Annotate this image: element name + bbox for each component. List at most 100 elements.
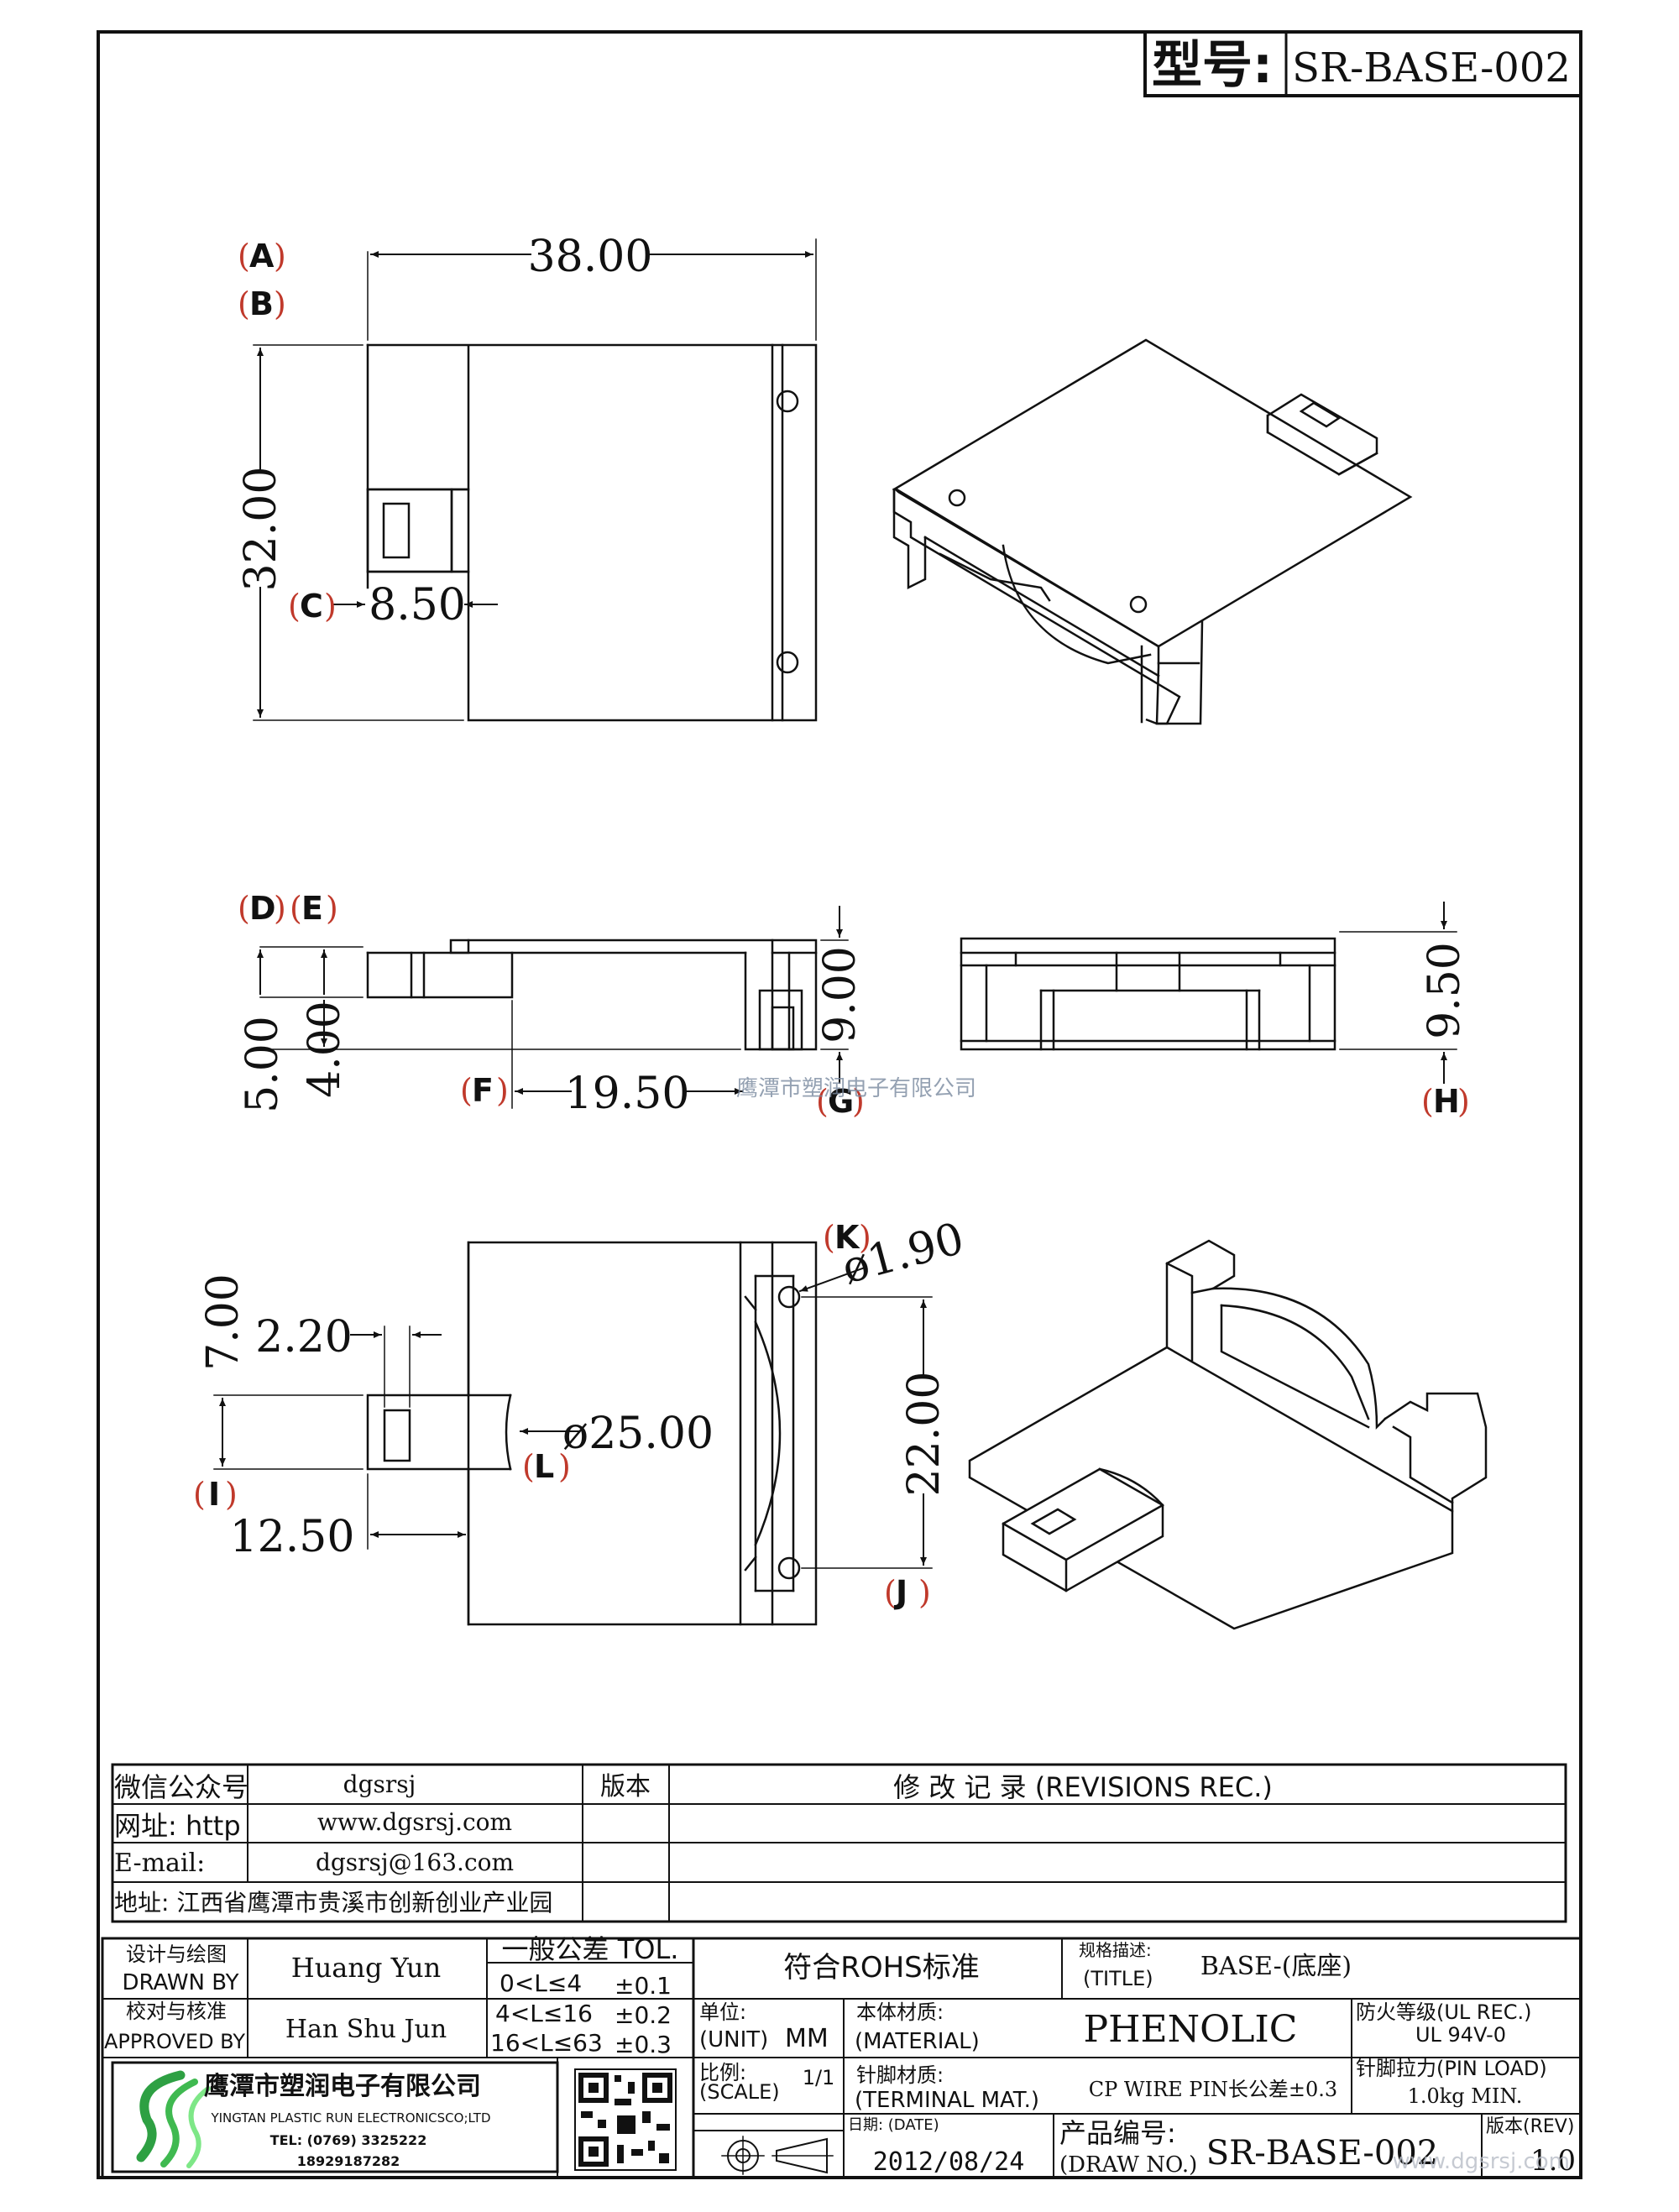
unit-label-en: (UNIT) [699, 2027, 768, 2053]
dim-9: 9.00 [815, 946, 866, 1043]
dim-height: 32.00 [236, 467, 286, 592]
svg-text:G: G [828, 1083, 854, 1120]
email-label: E-mail: [114, 1849, 205, 1878]
callout-a: (A) [238, 238, 286, 275]
iso-view-top [892, 338, 1413, 725]
spec-value: BASE-(底座) [1200, 1952, 1352, 1981]
company-name-en: YINGTAN PLASTIC RUN ELECTRONICSCO;LTD [210, 2110, 490, 2126]
material-value: PHENOLIC [1084, 2008, 1298, 2051]
svg-text:J: J [893, 1574, 907, 1611]
dim-12-50: 12.50 [230, 1512, 355, 1562]
top-view: 38.00 32.00 8.50 [236, 232, 818, 722]
web-value: www.dgsrsj.com [317, 1808, 512, 1836]
rev-value: 1.0 [1530, 2144, 1576, 2178]
callout-h: (H) [1421, 1083, 1470, 1120]
pin-load-value: 1.0kg MIN. [1408, 2084, 1523, 2108]
title-block: 设计与绘图 DRAWN BY Huang Yun 校对与核准 APPROVED … [101, 1933, 1582, 2179]
address: 地址: 江西省鹰潭市贵溪市创新创业产业园 [114, 1889, 552, 1917]
terminal-label-cn: 针脚材质: [856, 2063, 944, 2087]
company-name-cn: 鹰潭市塑润电子有限公司 [204, 2072, 481, 2101]
callouts: (A) (B) (C) (D) (E) (F) (G) (H) (I) (J) … [193, 238, 1470, 1611]
svg-text:(: ( [884, 1574, 897, 1611]
svg-text:): ) [496, 1072, 509, 1109]
svg-text:): ) [859, 1219, 871, 1256]
callout-e: (E) [290, 890, 338, 927]
iso-view-bottom [968, 1239, 1488, 1630]
dim-tab-width: 8.50 [369, 580, 466, 630]
svg-text:(: ( [522, 1448, 535, 1485]
side-view: 5.00 4.00 19.50 9.00 [238, 906, 866, 1119]
material-label-en: (MATERIAL) [855, 2029, 980, 2054]
scale-label-en: (SCALE) [699, 2080, 780, 2104]
svg-text:(: ( [1421, 1083, 1434, 1120]
dim-9-50: 9.50 [1420, 942, 1470, 1039]
svg-text:L: L [534, 1448, 554, 1485]
email-value: dgsrsj@163.com [316, 1849, 514, 1876]
approved-label-cn: 校对与核准 [126, 2000, 227, 2023]
svg-text:H: H [1433, 1083, 1460, 1120]
contact-revisions-table: 微信公众号 dgsrsj 网址: http www.dgsrsj.com E-m… [111, 1763, 1567, 1923]
svg-text:): ) [274, 285, 286, 322]
callout-g: (G) [816, 1083, 865, 1120]
fire-rating-label: 防火等级(UL REC.) [1356, 2000, 1532, 2024]
callout-i: (I) [193, 1476, 238, 1513]
svg-text:B: B [249, 285, 274, 322]
callout-k: (K) [823, 1219, 871, 1256]
unit-label-cn: 单位: [699, 2000, 746, 2024]
drawno-value: SR-BASE-002 [1206, 2134, 1439, 2173]
tolerance-title: 一般公差 TOL. [502, 1933, 679, 1965]
svg-text:(: ( [460, 1072, 473, 1109]
tol-range-1: 0<L≤4 [500, 1969, 582, 1997]
unit-value: MM [785, 2024, 829, 2053]
bottom-view: 7.00 2.20 12.50 ø25.00 ø1.90 22.00 [198, 1214, 969, 1626]
svg-text:): ) [852, 1083, 865, 1120]
wechat-value: dgsrsj [343, 1770, 416, 1798]
svg-text:C: C [300, 588, 323, 625]
svg-text:I: I [208, 1476, 220, 1513]
drawn-name: Huang Yun [291, 1952, 441, 1984]
rohs-label: 符合ROHS标准 [783, 1951, 980, 1985]
tol-value-3: ±0.3 [615, 2031, 672, 2058]
date-label: 日期: (DATE) [848, 2116, 939, 2134]
svg-text:A: A [249, 238, 275, 275]
company-logo-icon [136, 2070, 211, 2168]
pin-load-label: 针脚拉力(PIN LOAD) [1356, 2057, 1547, 2080]
spec-label-cn: 规格描述: [1079, 1940, 1152, 1960]
svg-text:(: ( [288, 588, 301, 625]
svg-text:E: E [301, 890, 323, 927]
dim-4: 4.00 [300, 1001, 350, 1098]
callout-l: (L) [522, 1448, 571, 1485]
terminal-value: CP WIRE PIN长公差±0.3 [1089, 2078, 1337, 2101]
dim-5: 5.00 [238, 1016, 288, 1113]
svg-text:): ) [558, 1448, 571, 1485]
callout-j: (J) [884, 1574, 931, 1611]
drawn-label-cn: 设计与绘图 [126, 1943, 227, 1966]
date-value: 2012/08/24 [873, 2147, 1025, 2177]
qr-code-icon [574, 2068, 677, 2171]
svg-text:(: ( [238, 890, 250, 927]
callout-c: (C) [288, 588, 337, 625]
model-value: SR-BASE-002 [1292, 44, 1571, 92]
model-label: 型号: [1152, 36, 1273, 95]
tol-value-2: ±0.2 [615, 2001, 672, 2029]
svg-text:): ) [225, 1476, 238, 1513]
scale-label-cn: 比例: [699, 2061, 746, 2084]
svg-text:D: D [249, 890, 276, 927]
wechat-label: 微信公众号 [114, 1771, 248, 1803]
svg-text:): ) [274, 238, 286, 275]
svg-text:): ) [918, 1574, 931, 1611]
scale-value: 1/1 [803, 2066, 835, 2089]
svg-text:(: ( [816, 1083, 829, 1120]
dim-19-50: 19.50 [565, 1069, 690, 1119]
model-header: 型号: SR-BASE-002 [1143, 30, 1582, 97]
svg-text:(: ( [823, 1219, 835, 1256]
company-mobile: 18929187282 [297, 2153, 400, 2169]
svg-text:): ) [324, 588, 337, 625]
watermark: 鹰潭市塑润电子有限公司 [736, 1076, 976, 1101]
svg-text:K: K [834, 1219, 860, 1256]
dim-7: 7.00 [198, 1273, 248, 1371]
svg-text:): ) [1457, 1083, 1470, 1120]
svg-text:): ) [274, 890, 286, 927]
drawno-label-en: (DRAW NO.) [1059, 2152, 1197, 2178]
